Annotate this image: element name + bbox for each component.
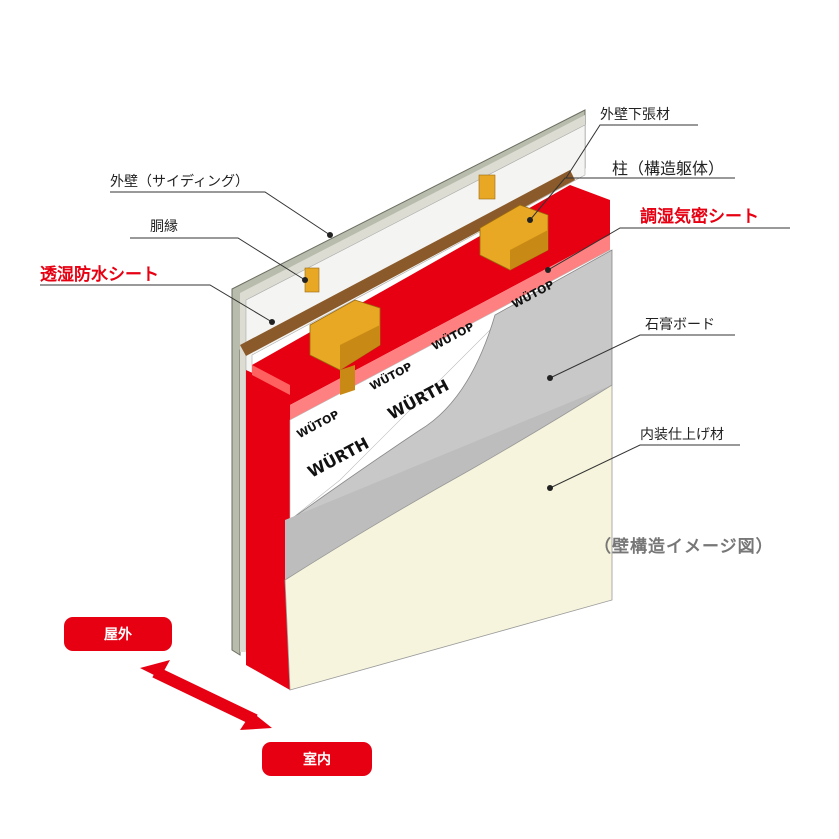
pillar-column-front <box>252 365 290 395</box>
leader-outer-wall <box>110 191 331 236</box>
label-vapor-sheet: 調湿気密シート <box>640 207 759 227</box>
label-outer-wall-base: 外壁下張材 <box>600 107 670 123</box>
timber-block-1 <box>309 299 381 395</box>
label-pillar: 柱（構造躯体） <box>612 159 725 178</box>
furring-strip-2 <box>478 174 496 200</box>
leader-pillar <box>529 177 735 221</box>
leader-vapor <box>547 227 790 271</box>
leader-gypsum <box>549 334 735 379</box>
interior-finish <box>284 384 613 691</box>
leader-furring <box>130 237 306 281</box>
direction-arrow <box>140 660 272 730</box>
label-interior-finish: 内装仕上げ材 <box>640 427 724 443</box>
diagram-caption: （壁構造イメージ図） <box>594 537 774 557</box>
outer-wall-base <box>240 170 575 356</box>
siding-inner-face <box>240 115 585 652</box>
label-outer-wall: 外壁（サイディング） <box>110 174 250 190</box>
pillar-column <box>246 370 290 690</box>
inside-label: 室内 <box>262 742 372 776</box>
pillar-face-band <box>290 235 610 420</box>
leader-breathable <box>40 284 273 323</box>
leader-interior <box>549 444 740 489</box>
label-breathable-sheet: 透湿防水シート <box>40 265 159 285</box>
outside-label: 屋外 <box>64 617 172 651</box>
leader-outer-wall-base <box>565 124 698 179</box>
label-furring: 胴縁 <box>150 219 178 235</box>
label-gypsum-board: 石膏ボード <box>645 317 715 333</box>
